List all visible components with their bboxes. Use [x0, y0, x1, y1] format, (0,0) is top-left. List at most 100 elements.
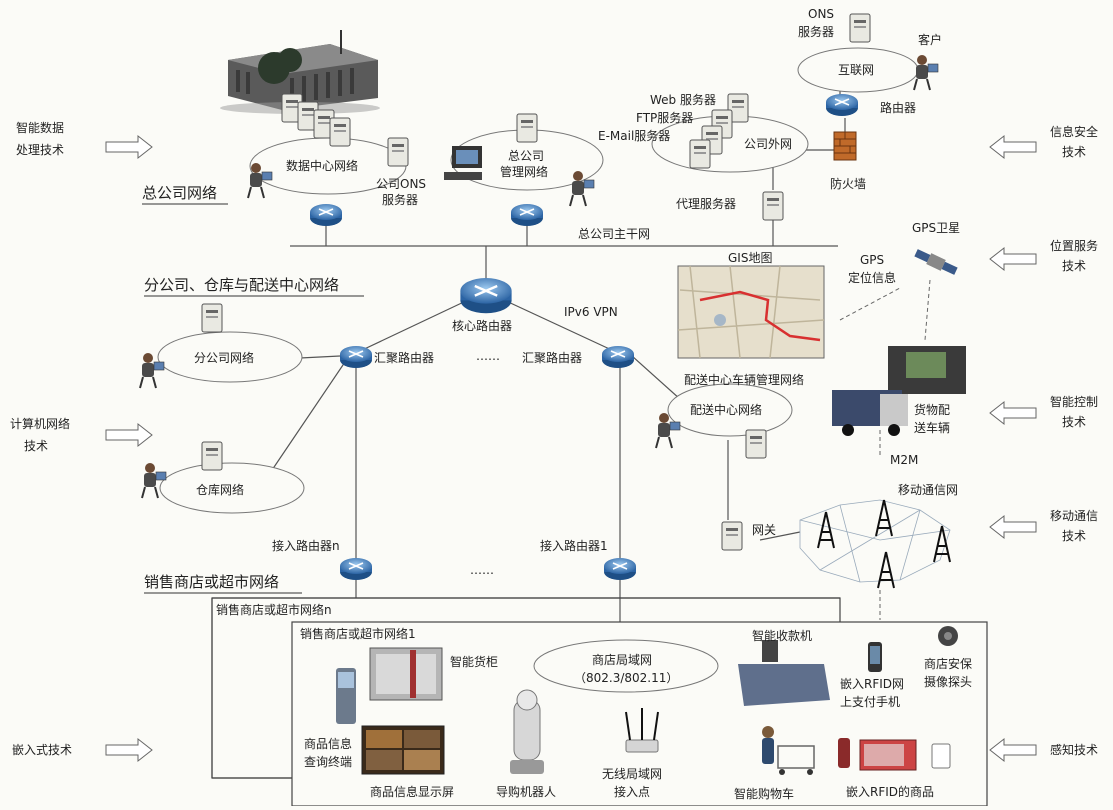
arrow-left-3: [989, 400, 1037, 426]
m2m-label: M2M: [890, 453, 918, 467]
store-lan-label-2: （802.3/802.11）: [574, 671, 678, 685]
side-label-left-2b: 技术: [24, 439, 48, 453]
side-label-right-3b: 技术: [1062, 415, 1086, 429]
backbone-label: 总公司主干网: [578, 227, 650, 241]
truck-label-1: 货物配: [914, 402, 950, 417]
section-title-store: 销售商店或超市网络: [144, 573, 279, 591]
client-icon: [913, 54, 939, 91]
gps-info-label-2: 定位信息: [848, 270, 896, 285]
access-router-n-label: 接入路由器n: [272, 538, 340, 553]
warehouse-server-icon: [201, 441, 223, 471]
wireless-ap-label-1: 无线局域网: [602, 767, 662, 781]
access-ellipsis: ……: [470, 563, 494, 577]
dc-router-icon: [309, 203, 343, 227]
robot-label: 导购机器人: [496, 784, 556, 799]
kiosk-label-1: 商品信息: [304, 736, 352, 751]
smart-cart-image: [762, 726, 815, 775]
info-kiosk-image: [336, 668, 356, 724]
side-label-right-1b: 技术: [1062, 145, 1086, 159]
camera-label-1: 商店安保: [924, 656, 972, 671]
arrow-right-3: [105, 737, 153, 763]
side-label-right-4a: 移动通信: [1050, 509, 1098, 523]
distribution-label: 配送中心网络: [690, 402, 762, 417]
access-router-n-icon: [339, 557, 373, 581]
warehouse-cloud: [159, 462, 305, 514]
mobile-network-label: 移动通信网: [898, 483, 958, 497]
delivery-truck-image: [832, 390, 908, 436]
info-display-label: 商品信息显示屏: [370, 784, 454, 799]
workstation-icon: [444, 146, 482, 180]
email-server-label: E-Mail服务器: [598, 128, 670, 143]
store-lan-label-1: 商店局域网: [592, 652, 652, 667]
gateway-label: 网关: [752, 523, 776, 537]
side-arrows: [105, 134, 1037, 763]
ons-top-label-1: ONS: [808, 7, 834, 21]
cell-towers-icon: [817, 499, 951, 589]
branch-net-label: 分公司网络: [194, 350, 254, 365]
gps-info-label-1: GPS: [860, 253, 884, 267]
arrow-left-4: [989, 514, 1037, 540]
firewall-label: 防火墙: [830, 176, 866, 191]
hq-building-image: [220, 30, 380, 114]
mgmt-label-1: 总公司: [508, 149, 544, 163]
core-router-icon: [459, 276, 513, 315]
arrow-right-1: [105, 134, 153, 160]
mgmt-router-icon: [510, 203, 544, 227]
wireless-ap-image: [625, 708, 659, 753]
ons-server-label-1: 公司ONS: [376, 177, 426, 191]
smart-shelf-image: [369, 647, 443, 701]
arrow-right-2: [105, 422, 153, 448]
agg-router-left-label: 汇聚路由器: [374, 350, 434, 365]
gps-satellite-icon: [914, 249, 958, 275]
smart-checkout-label: 智能收款机: [752, 628, 812, 643]
section-title-hq: 总公司网络: [142, 184, 217, 202]
shopping-robot-image: [510, 689, 544, 774]
firewall-icon: [833, 131, 857, 161]
agg-router-left-icon: [339, 345, 373, 369]
side-label-right-3a: 智能控制: [1050, 394, 1098, 409]
side-label-left-2a: 计算机网络: [10, 416, 70, 431]
gis-map-label: GIS地图: [728, 251, 772, 265]
side-label-right-5: 感知技术: [1050, 742, 1098, 757]
side-label-left-1b: 处理技术: [16, 143, 64, 157]
proxy-server-icon: [762, 191, 784, 221]
ons-top-server-icon: [849, 13, 871, 43]
arrow-left-5: [989, 737, 1037, 763]
datacenter-label: 数据中心网络: [286, 158, 358, 173]
agg-router-right-label: 汇聚路由器: [522, 350, 582, 365]
proxy-server-label: 代理服务器: [676, 196, 736, 211]
store-lan-cloud: [533, 639, 719, 693]
client-label: 客户: [918, 32, 942, 47]
agg-router-right-icon: [601, 345, 635, 369]
internet-label: 互联网: [838, 63, 874, 77]
warehouse-label: 仓库网络: [196, 482, 244, 497]
rfid-goods-label: 嵌入RFID的商品: [846, 784, 934, 799]
web-server-label: Web 服务器: [650, 92, 716, 107]
side-label-right-2a: 位置服务: [1050, 238, 1098, 253]
access-router-1-label: 接入路由器1: [540, 538, 608, 553]
gps-satellite-label: GPS卫星: [912, 221, 960, 235]
ons-top-label-2: 服务器: [798, 24, 834, 39]
rfid-phone-label-2: 上支付手机: [840, 695, 900, 709]
core-router-label: 核心路由器: [452, 318, 512, 333]
store-1-label: 销售商店或超市网络1: [300, 626, 416, 641]
rfid-phone-label-1: 嵌入RFID网: [840, 677, 904, 691]
ons-server-label-2: 服务器: [382, 192, 418, 207]
section-title-branch: 分公司、仓库与配送中心网络: [144, 276, 339, 294]
access-router-1-icon: [603, 557, 637, 581]
smart-shelf-label: 智能货柜: [450, 654, 498, 669]
rfid-phone-image: [868, 642, 882, 672]
side-label-left-1a: 智能数据: [16, 120, 64, 135]
wireless-ap-label-2: 接入点: [614, 784, 650, 799]
branch-server-icon: [201, 303, 223, 333]
rfid-goods-image: [838, 738, 951, 771]
security-camera-image: [938, 626, 958, 646]
gis-map-image: [677, 265, 825, 359]
ftp-server-label: FTP服务器: [636, 110, 693, 125]
vehicle-mgmt-label: 配送中心车辆管理网络: [684, 372, 804, 387]
side-label-right-1a: 信息安全: [1050, 124, 1098, 139]
mgmt-label-2: 管理网络: [500, 164, 548, 179]
mgmt-server-icon: [516, 113, 538, 143]
